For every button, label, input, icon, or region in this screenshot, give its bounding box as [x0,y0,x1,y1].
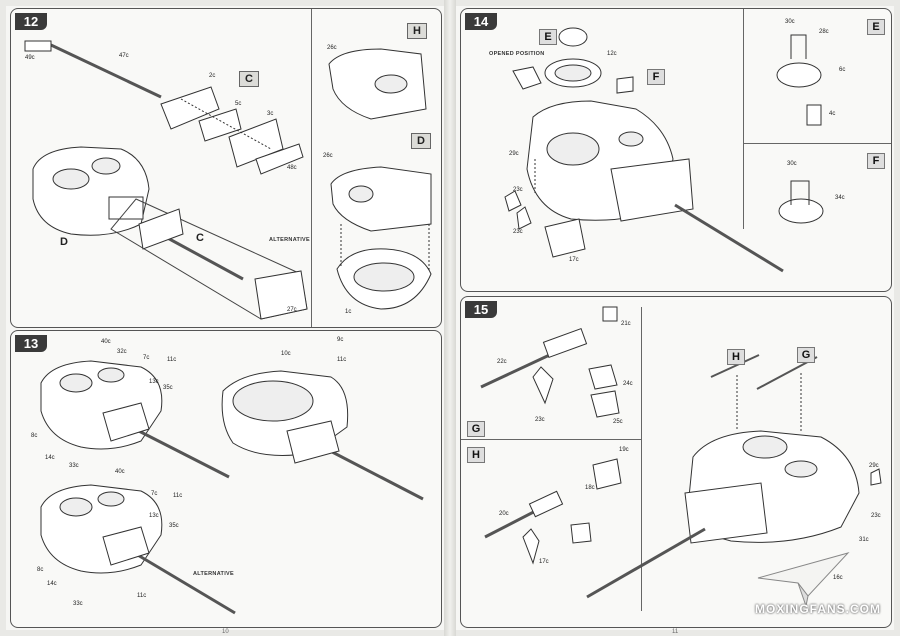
part-label: 27c [287,307,297,313]
part-label: 11c [173,493,183,499]
part-label: 8c [37,567,44,573]
part-label: 14c [45,455,55,461]
part-label: 30c [785,19,795,25]
part-label: 25c [613,419,623,425]
part-label: 4c [829,111,836,117]
paper-plane-icon [757,552,850,608]
part-label: 31c [859,537,869,543]
part-label: 6c [839,67,846,73]
part-label: 3c [267,111,274,117]
part-label: 26c [323,153,333,159]
part-label: 2c [209,73,216,79]
part-label: 12c [607,51,617,57]
page-number-left: 10 [222,629,229,635]
divider-horizontal [461,439,641,440]
sub-assembly-tag-h: H [727,349,745,365]
part-label: 20c [499,511,509,517]
part-label: 16c [833,575,843,581]
part-label: 19c [619,447,629,453]
part-label: 29c [869,463,879,469]
step-number: 14 [465,13,497,30]
part-label: 33c [73,601,83,607]
part-label: 11c [137,593,147,599]
sub-assembly-tag-g: G [797,347,815,363]
step-14-drawing [504,27,824,273]
divider-vertical [743,9,744,229]
part-label: 13c [149,513,159,519]
step-12-drawing [24,40,432,320]
part-label: 23c [871,513,881,519]
part-label: 7c [151,491,158,497]
page-number-right: 11 [672,629,679,635]
watermark-text: MOXINGFANS.COM [754,602,881,616]
part-label: 30c [787,161,797,167]
part-label: 14c [47,581,57,587]
sub-assembly-tag-g: G [467,421,485,437]
part-label: 10c [281,351,291,357]
divider-horizontal [743,143,891,144]
sub-assembly-tag-f: F [647,69,665,85]
part-label: 28c [819,29,829,35]
part-label: 40c [101,339,111,345]
part-label: 24c [623,381,633,387]
sub-assembly-tag-d: D [411,133,431,149]
part-label: 13c [149,379,159,385]
part-label: 32c [117,349,127,355]
sub-assembly-tag-d: D [60,236,68,248]
step-13-panel: 13 Alternative 40c 32c 7c 11c 13c 35c 8c… [10,330,442,628]
part-label: 49c [25,55,35,61]
part-label: 9c [337,337,344,343]
part-label: 34c [835,195,845,201]
part-label: 29c [509,151,519,157]
part-label: 48c [287,165,297,171]
step-12-panel: 12 [10,8,442,328]
step-number: 13 [15,335,47,352]
step-number: 12 [15,13,47,30]
part-label: 22c [497,359,507,365]
step-number: 15 [465,301,497,318]
step-15-drawing [480,306,882,599]
part-label: 21c [621,321,631,327]
sub-assembly-tag-e: E [867,19,885,35]
part-label: 33c [69,463,79,469]
part-label: 18c [585,485,595,491]
sub-assembly-tag-f: F [867,153,885,169]
divider-vertical [311,9,312,327]
sub-assembly-tag-e: E [539,29,557,45]
part-label: 23c [513,187,523,193]
part-label: 35c [163,385,173,391]
part-label: 47c [119,53,129,59]
part-label: 7c [143,355,150,361]
part-label: 8c [31,433,38,439]
part-label: 1c [345,309,352,315]
part-label: 11c [337,357,347,363]
sub-assembly-tag-c: C [196,232,204,244]
part-label: 17c [569,257,579,263]
part-label: 23c [535,417,545,423]
part-label: 17c [539,559,549,565]
alternative-note: Alternative [269,237,310,243]
sub-assembly-tag-h: H [407,23,427,39]
alternative-note: Alternative [193,571,234,577]
part-label: 23c [513,229,523,235]
watermark: MOXINGFANS.COM [738,548,888,616]
divider-vertical [641,307,642,611]
step-13-drawing [40,360,424,615]
part-label: 40c [115,469,125,475]
opened-position-note: Opened Position [489,51,545,57]
sub-assembly-tag-c: C [239,71,259,87]
sub-assembly-tag-h: H [467,447,485,463]
page-crease [444,0,456,636]
step-14-panel: 14 E F E F Opened Position 12c [460,8,892,292]
part-label: 26c [327,45,337,51]
part-label: 11c [167,357,177,363]
part-label: 35c [169,523,179,529]
part-label: 5c [235,101,242,107]
